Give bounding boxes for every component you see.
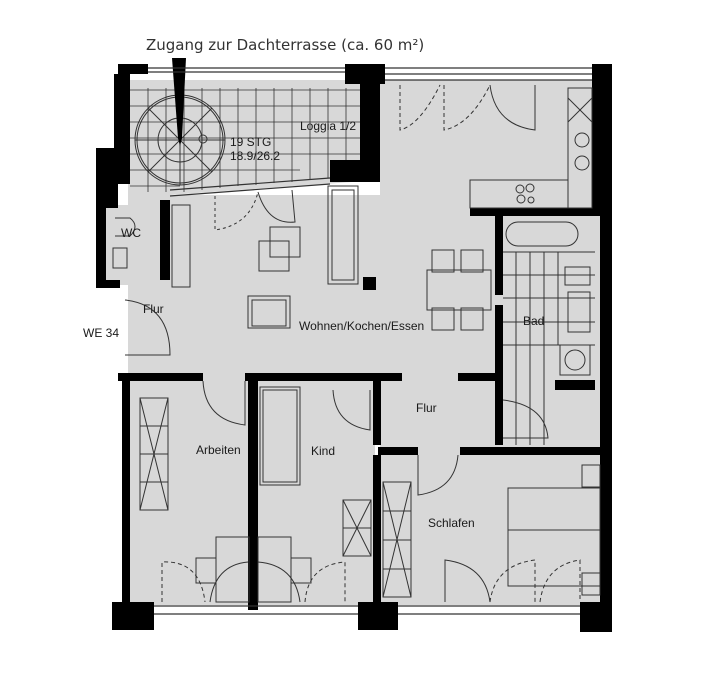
room-label-loggia: Loggia 1/2 xyxy=(300,119,357,133)
floor-areas xyxy=(105,80,600,605)
windows xyxy=(148,67,592,615)
stair-steps-label: 19 STG xyxy=(230,135,272,149)
unit-label: WE 34 xyxy=(83,326,120,340)
room-label-bath: Bad xyxy=(523,314,545,328)
room-label-bedroom: Schlafen xyxy=(428,516,475,530)
room-label-wc: WC xyxy=(121,226,141,240)
room-label-child: Kind xyxy=(311,444,336,458)
furniture xyxy=(112,84,601,603)
loggia-tiles xyxy=(130,88,375,192)
stair-ratio-label: 18.9/26.2 xyxy=(230,149,281,163)
terrace-access-annotation: Zugang zur Dachterrasse (ca. 60 m²) xyxy=(146,36,425,54)
room-label-flur-entry: Flur xyxy=(143,302,164,316)
room-label-study: Arbeiten xyxy=(196,443,241,457)
arrow-down-icon xyxy=(172,58,186,146)
walls xyxy=(96,64,612,632)
spiral-staircase xyxy=(134,94,226,186)
room-label-flur-hall: Flur xyxy=(416,401,437,415)
room-label-living: Wohnen/Kochen/Essen xyxy=(299,319,425,333)
